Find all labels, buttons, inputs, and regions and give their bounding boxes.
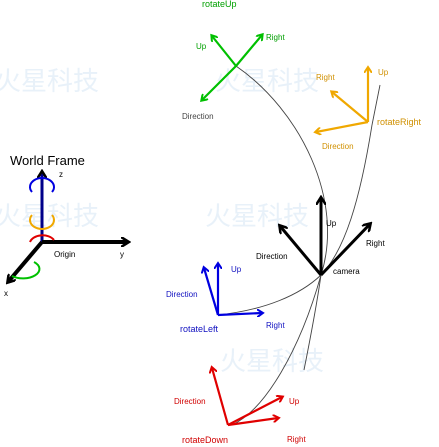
world-origin-rotation-arc — [29, 234, 55, 243]
world-x-axis — [8, 240, 44, 282]
camera-frame: Up Right Direction camera — [256, 198, 385, 277]
rotate-down-up-axis — [227, 397, 282, 426]
rotate-down-frame: Direction Up Right rotateDown — [174, 368, 306, 445]
camera-direction-axis — [280, 226, 323, 276]
rotate-up-direction-axis — [202, 65, 237, 100]
orbit-arc-right-upper — [371, 84, 381, 126]
rotate-up-label: rotateUp — [202, 0, 237, 9]
world-frame: World Frame z y x Origin — [4, 153, 128, 298]
world-frame-title: World Frame — [10, 153, 85, 168]
rotate-left-up-label: Up — [231, 265, 242, 274]
rotate-left-label: rotateLeft — [180, 324, 219, 334]
rotate-down-up-label: Up — [289, 397, 300, 406]
rotate-up-right-axis — [235, 35, 262, 67]
camera-right-label: Right — [366, 239, 385, 248]
rotate-down-right-label: Right — [287, 435, 306, 444]
rotate-down-direction-label: Direction — [174, 397, 206, 406]
rotate-up-frame: rotateUp Right Up Direction — [182, 0, 285, 121]
world-z-label: z — [59, 170, 63, 179]
rotate-down-right-axis — [227, 418, 278, 427]
rotate-right-right-label: Right — [316, 73, 335, 82]
rotate-right-label: rotateRight — [377, 117, 422, 127]
world-z-rotation-arc — [29, 177, 55, 193]
world-y-label: y — [120, 250, 124, 259]
watermark-text: 火星科技 — [205, 201, 309, 231]
rotate-down-label: rotateDown — [182, 435, 228, 445]
rotate-up-up-label: Up — [196, 42, 207, 51]
watermark: 火星科技 火星科技 火星科技 火星科技 火星科技 — [0, 66, 324, 376]
watermark-text: 火星科技 — [0, 66, 99, 96]
rotate-down-direction-axis — [212, 368, 230, 426]
rotate-up-right-label: Right — [266, 33, 285, 42]
rotate-left-direction-axis — [204, 268, 220, 316]
orbit-arc-vertical — [231, 65, 328, 426]
world-origin-label: Origin — [54, 250, 75, 259]
rotate-up-direction-label: Direction — [182, 112, 214, 121]
rotate-right-frame: Up Right Direction rotateRight — [316, 68, 422, 151]
watermark-text: 火星科技 — [220, 346, 324, 376]
rotate-right-up-label: Up — [378, 68, 389, 77]
rotate-up-up-axis — [212, 36, 237, 67]
rotate-left-right-axis — [217, 313, 262, 315]
rotate-left-right-label: Right — [266, 321, 285, 330]
camera-direction-label: Direction — [256, 252, 288, 261]
world-x-rotation-arc — [11, 261, 41, 280]
rotate-right-right-axis — [332, 92, 369, 123]
camera-label: camera — [333, 267, 360, 276]
orbit-arc-lower — [303, 274, 322, 371]
rotate-left-frame: Up Direction Right rotateLeft — [166, 264, 285, 334]
world-x-label: x — [4, 289, 8, 298]
camera-up-label: Up — [326, 219, 337, 228]
rotate-right-direction-axis — [316, 120, 369, 132]
camera-right-axis — [319, 224, 370, 277]
rotate-right-direction-label: Direction — [322, 142, 354, 151]
rotate-left-direction-label: Direction — [166, 290, 198, 299]
world-y-rotation-arc — [29, 214, 55, 230]
